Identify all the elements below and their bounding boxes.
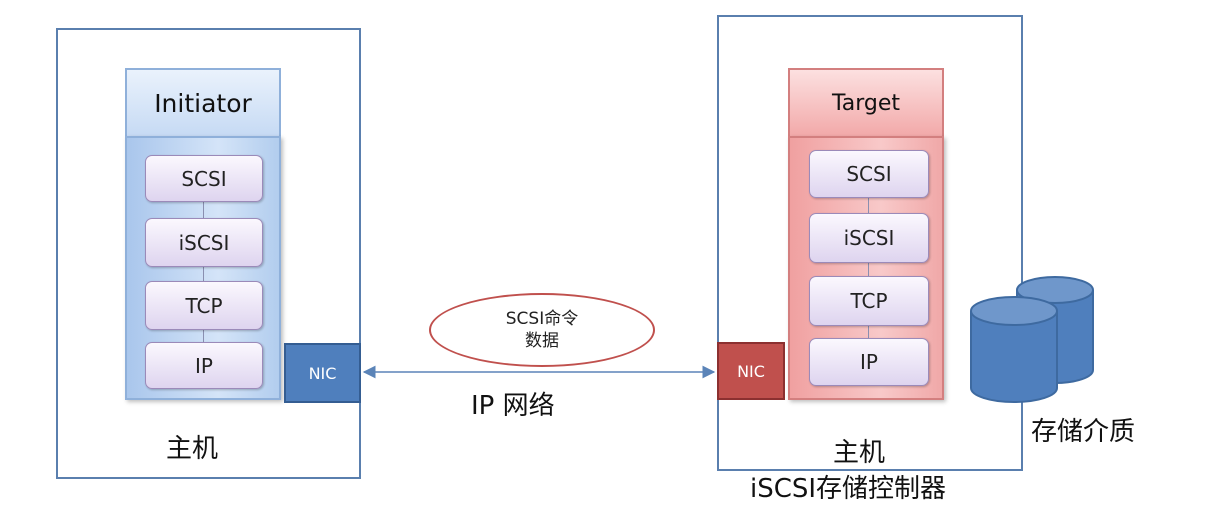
nic-label: NIC bbox=[737, 361, 765, 381]
layer-label: TCP bbox=[185, 293, 223, 318]
ip-network-label: IP 网络 bbox=[471, 391, 555, 421]
left-nic: NIC bbox=[284, 343, 361, 403]
storage-media-label: 存储介质 bbox=[1031, 417, 1136, 447]
target-layer-ip: IP bbox=[809, 338, 929, 386]
left-host-caption: 主机 bbox=[166, 434, 219, 464]
target-layer-iscsi: iSCSI bbox=[809, 213, 929, 263]
layer-label: IP bbox=[860, 350, 878, 374]
target-connector bbox=[868, 195, 869, 340]
target-layer-tcp: TCP bbox=[809, 276, 929, 326]
right-host-caption-line2: iSCSI存储控制器 bbox=[750, 474, 947, 504]
initiator-title: Initiator bbox=[154, 88, 252, 118]
nic-label: NIC bbox=[308, 363, 337, 383]
initiator-layer-scsi: SCSI bbox=[145, 155, 263, 202]
initiator-header: Initiator bbox=[125, 68, 281, 136]
initiator-layer-ip: IP bbox=[145, 342, 263, 389]
layer-label: iSCSI bbox=[178, 230, 230, 255]
layer-label: TCP bbox=[850, 289, 888, 313]
initiator-layer-tcp: TCP bbox=[145, 281, 263, 330]
target-layer-scsi: SCSI bbox=[809, 150, 929, 198]
layer-label: SCSI bbox=[846, 162, 892, 186]
right-host-caption-line1: 主机 bbox=[833, 438, 886, 468]
layer-label: iSCSI bbox=[843, 226, 895, 250]
target-header: Target bbox=[788, 68, 944, 136]
initiator-connector bbox=[203, 200, 204, 345]
right-nic: NIC bbox=[717, 342, 785, 400]
scsi-data-bubble: SCSI命令 数据 bbox=[429, 293, 655, 367]
bubble-line2: 数据 bbox=[525, 331, 559, 351]
layer-label: SCSI bbox=[181, 166, 227, 191]
initiator-layer-iscsi: iSCSI bbox=[145, 218, 263, 267]
target-title: Target bbox=[831, 90, 901, 116]
layer-label: IP bbox=[195, 353, 213, 378]
bubble-line1: SCSI命令 bbox=[505, 309, 579, 329]
